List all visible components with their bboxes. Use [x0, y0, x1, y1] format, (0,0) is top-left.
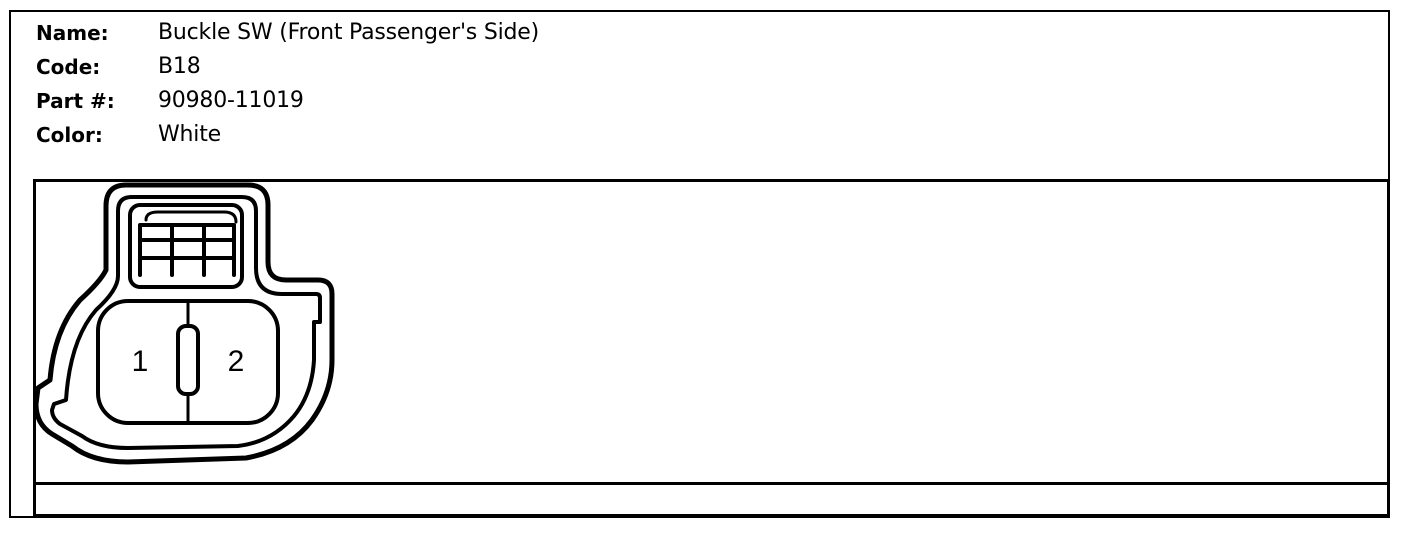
locking-tab-top-arc [144, 210, 238, 224]
part-number-label: Part #: [36, 89, 115, 113]
pin-2-label: 2 [228, 345, 245, 378]
color-value: White [158, 122, 221, 147]
locking-tab-outline [128, 203, 244, 289]
diagram-footer-divider [36, 482, 1387, 485]
connector-diagram-box [33, 179, 1390, 517]
housing-outer-outline [33, 182, 335, 465]
housing-inner-outline [50, 195, 322, 450]
name-value: Buckle SW (Front Passenger's Side) [158, 20, 540, 45]
name-label: Name: [36, 21, 109, 45]
locking-tab-ribs [138, 223, 236, 277]
code-value: B18 [158, 54, 201, 79]
part-number-value: 90980-11019 [158, 88, 304, 113]
color-label: Color: [36, 123, 103, 147]
code-label: Code: [36, 55, 101, 79]
pin-1-label: 1 [132, 345, 149, 378]
cavity-key [176, 324, 200, 396]
